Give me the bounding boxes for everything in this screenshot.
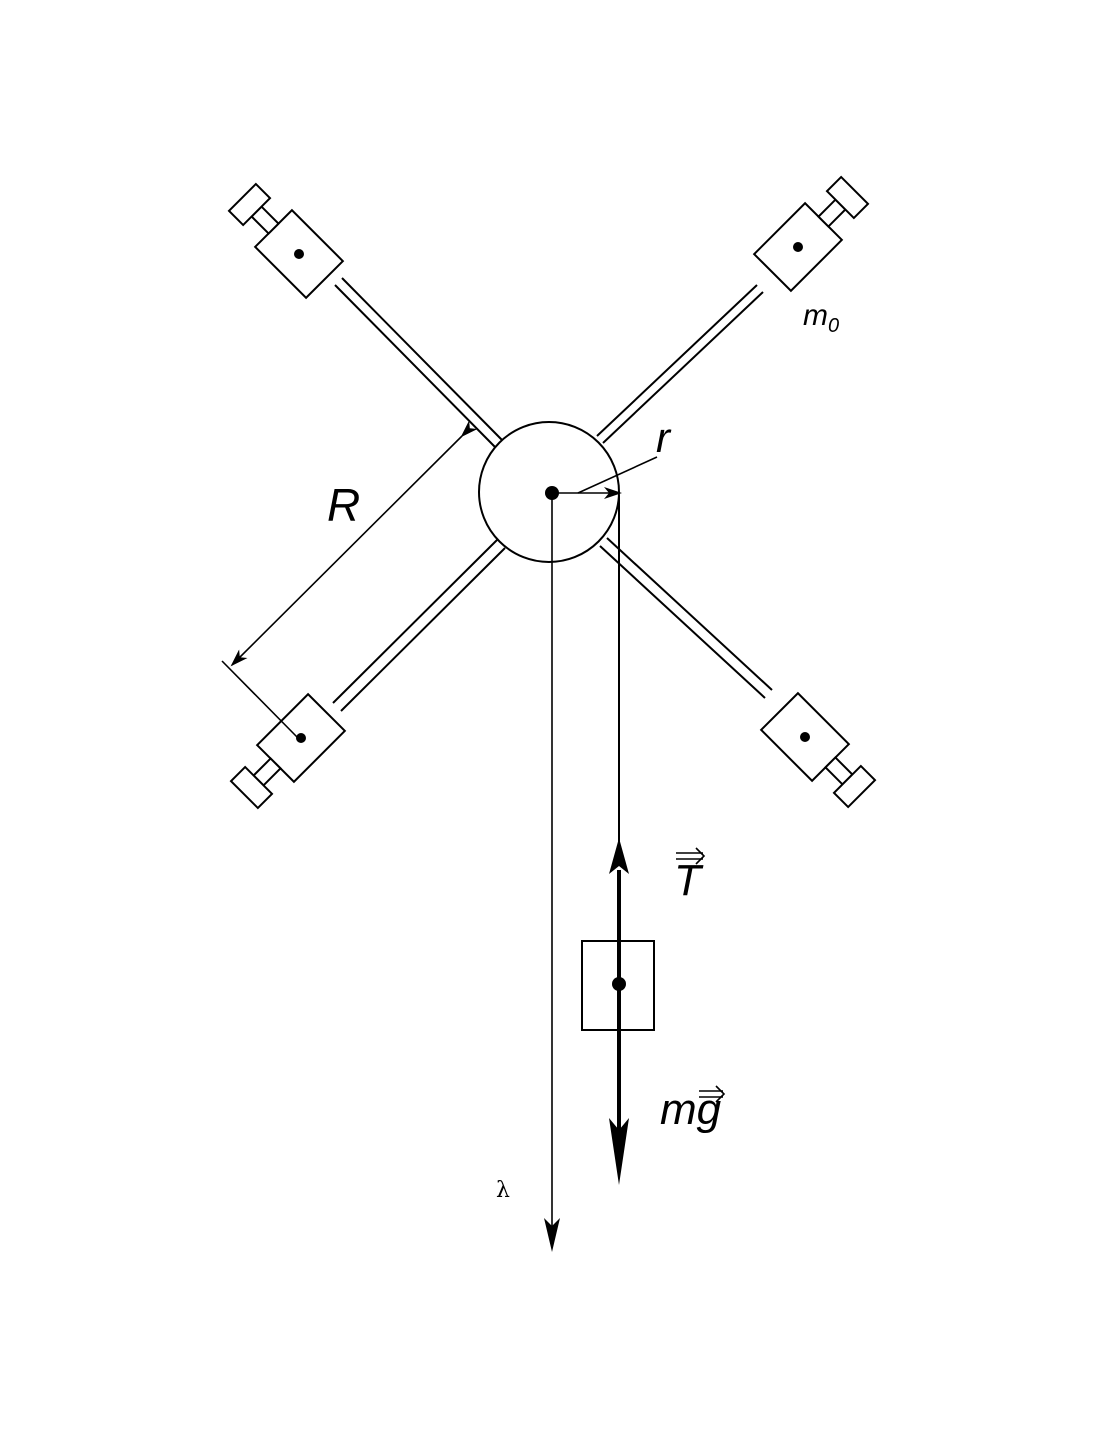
label-mg: mg	[660, 1085, 722, 1134]
weight-lower-right	[759, 691, 877, 809]
weight-lower-left	[229, 692, 347, 810]
g-vector-overarrow	[699, 1085, 726, 1103]
T-vector-overarrow	[676, 847, 706, 865]
label-T: T	[674, 856, 704, 905]
arm-lower-left	[332, 539, 506, 712]
radius-r-leader	[577, 456, 658, 494]
tension-vector-arrowhead	[609, 838, 629, 874]
lambda-axis-arrowhead	[544, 1218, 560, 1252]
weight-upper-left	[227, 182, 345, 300]
label-mg-g: g	[697, 1085, 722, 1134]
dimension-R-extension	[221, 660, 299, 739]
weight-upper-right	[752, 175, 870, 293]
dimension-R-arrow	[230, 420, 478, 667]
label-r: r	[656, 414, 672, 461]
arm-upper-left	[334, 277, 503, 449]
mass-center-dot	[612, 977, 626, 991]
arm-lower-right	[599, 537, 773, 699]
gravity-vector-arrowhead	[609, 1118, 629, 1185]
label-lambda: λ	[496, 1178, 510, 1203]
label-m0: m0	[803, 299, 839, 337]
arm-upper-right	[596, 284, 764, 444]
label-m0-sub: 0	[828, 315, 839, 337]
label-R: R	[327, 479, 360, 531]
label-m0-main: m	[803, 299, 828, 332]
label-mg-m: m	[660, 1085, 697, 1134]
